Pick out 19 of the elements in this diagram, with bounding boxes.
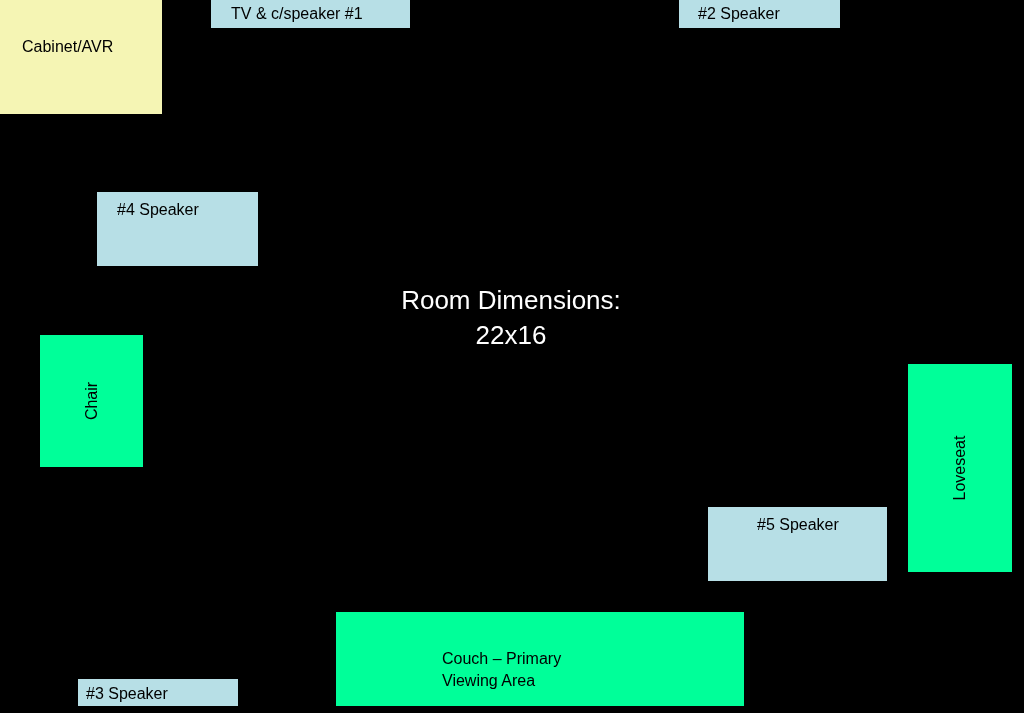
seat-box [336,612,744,706]
box-label: Cabinet/AVR [22,38,114,56]
box-label: #3 Speaker [86,685,168,703]
speaker-box [97,192,258,266]
box-label: TV & c/speaker #1 [231,5,363,23]
speaker-box [708,507,887,581]
speaker-box [679,0,840,28]
box-label: Loveseat [951,435,969,501]
seat-box [908,364,1012,572]
box-label: Couch – Primary Viewing Area [442,649,563,692]
seat-box [40,335,143,467]
box-label: Chair [82,381,101,421]
box-label: #4 Speaker [117,201,199,219]
speaker-box [211,0,410,28]
speaker-box [78,679,238,706]
cabinet-box [0,0,162,114]
box-label: #2 Speaker [698,5,780,23]
room-dimensions-text: Room Dimensions: 22x16 [400,284,622,353]
box-label: #5 Speaker [757,516,839,534]
